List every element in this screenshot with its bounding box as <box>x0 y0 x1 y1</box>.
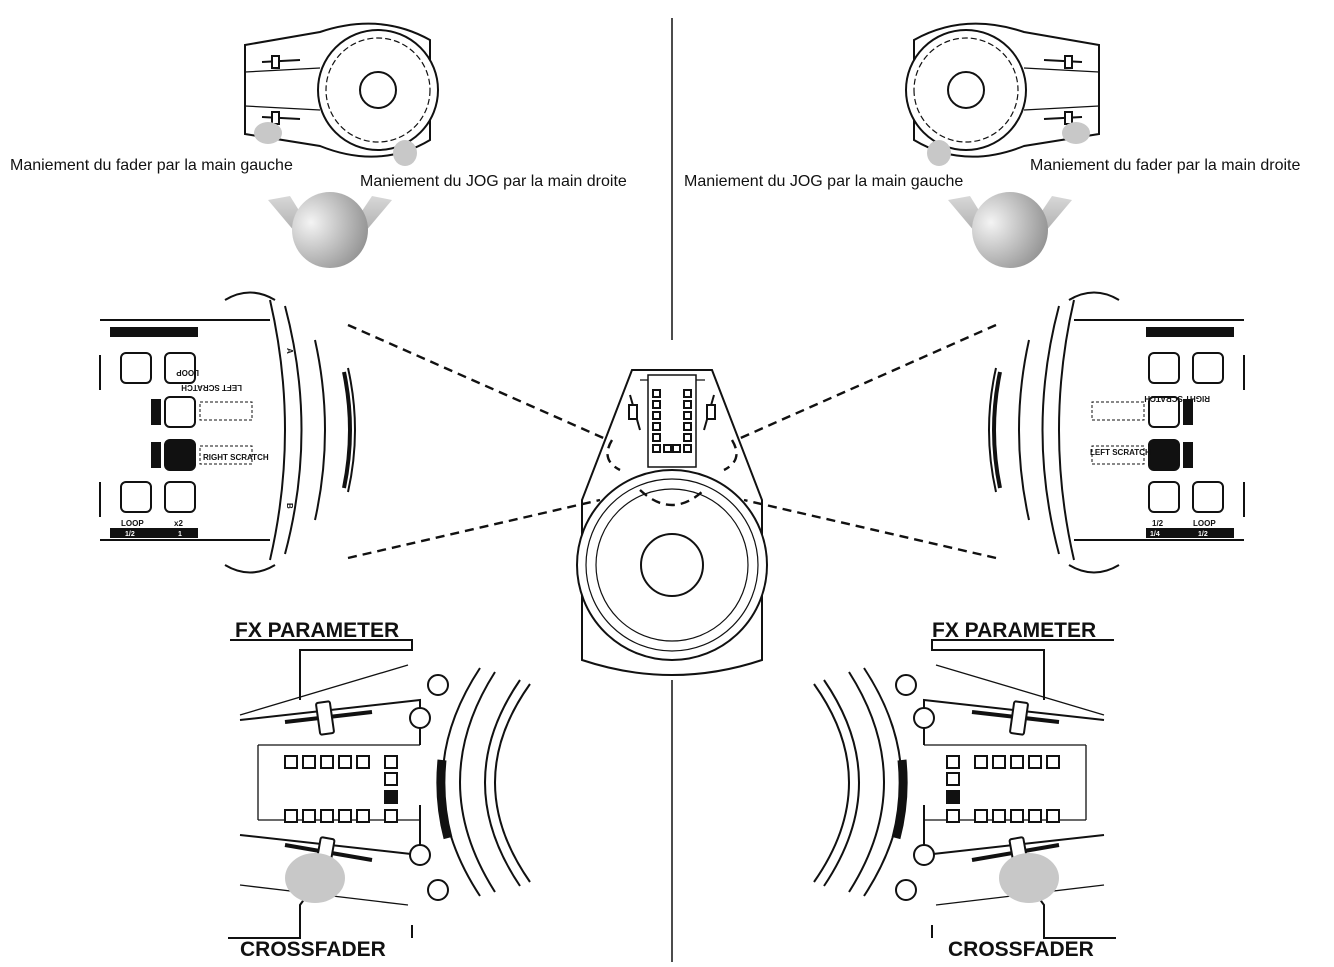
label-crossfader-right: CROSSFADER <box>948 938 1094 961</box>
bottom-right-fader-detail <box>813 639 1116 939</box>
center-controller <box>576 369 768 676</box>
label-half2-r: 1/2 <box>1198 531 1208 538</box>
label-loop-r: LOOP <box>1193 519 1216 528</box>
label-crossfader-left: CROSSFADER <box>240 938 386 961</box>
label-left-jog-hand: Maniement du JOG par la main gauche <box>684 173 963 190</box>
x2-button-b[interactable] <box>164 481 196 513</box>
label-right-fader-hand: Maniement du fader par la main droite <box>1030 157 1300 174</box>
right-button-panel <box>988 291 1245 574</box>
top-left-controller <box>244 22 439 166</box>
label-x2: x2 <box>174 519 183 528</box>
half-button-a[interactable] <box>164 352 196 384</box>
top-left-person-icon <box>268 192 392 268</box>
label-half: 1/2 <box>125 531 135 538</box>
label-quarter-r: 1/4 <box>1150 531 1160 538</box>
label-left-scratch-r: LEFT SCRATCH <box>1090 448 1151 457</box>
label-right-scratch: RIGHT SCRATCH <box>203 453 269 462</box>
label-deck-b: B <box>285 503 294 509</box>
bottom-left-fader-detail <box>228 639 531 939</box>
label-fx-parameter-left: FX PARAMETER <box>235 619 399 642</box>
label-right-jog-hand: Maniement du JOG par la main droite <box>360 173 627 190</box>
loop-button-b[interactable] <box>120 481 152 513</box>
label-right-scratch-r: RIGHT SCRATCH <box>1144 394 1210 403</box>
label-half-r: 1/2 <box>1152 519 1164 528</box>
left-button-panel <box>99 291 356 574</box>
label-left-scratch: LEFT SCRATCH <box>181 383 242 392</box>
label-loop: LOOP <box>121 519 144 528</box>
right-hand-on-jog <box>393 140 417 166</box>
right-scratch-button[interactable] <box>164 439 196 471</box>
label-deck-a: A <box>285 348 294 354</box>
top-right-controller <box>905 22 1100 166</box>
label-left-fader-hand: Maniement du fader par la main gauche <box>10 157 293 174</box>
label-fx-parameter-right: FX PARAMETER <box>932 619 1096 642</box>
left-scratch-button[interactable] <box>164 396 196 428</box>
loop-button-a[interactable] <box>120 352 152 384</box>
label-one: 1 <box>178 531 182 538</box>
left-hand-on-fader <box>254 122 282 144</box>
top-right-person-icon <box>948 192 1072 268</box>
label-loop-top: LOOP <box>176 368 199 377</box>
dashed-connectors <box>347 323 997 560</box>
